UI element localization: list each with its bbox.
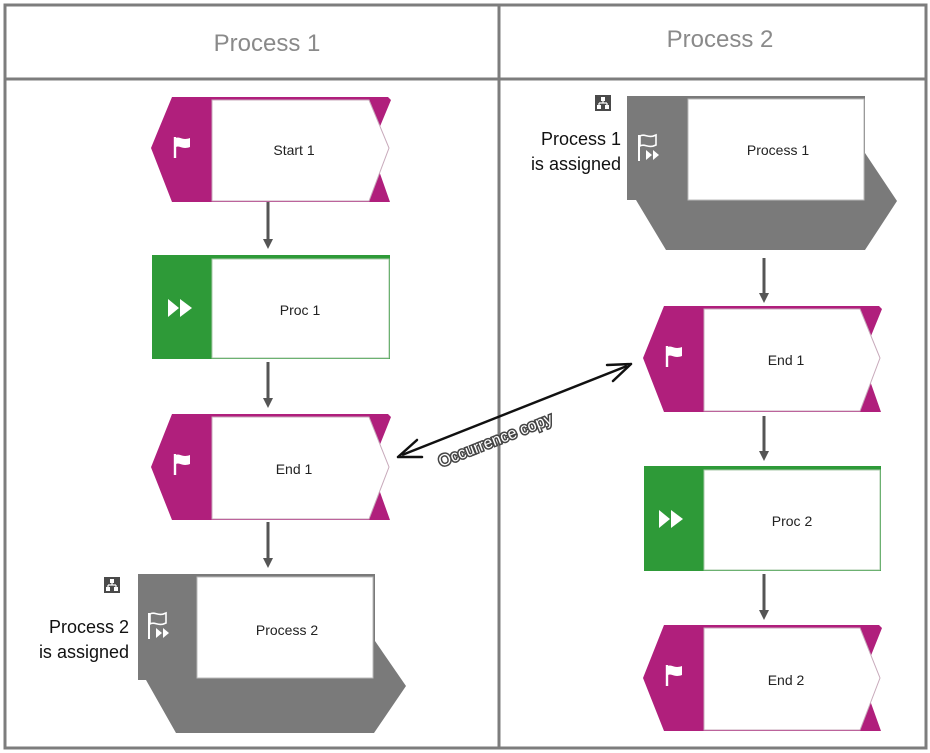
- end-event-end-2[interactable]: End 2: [643, 625, 882, 731]
- lane-title-process-2: Process 2: [667, 26, 774, 53]
- end-event-label: End 1: [768, 352, 805, 368]
- assignment-note-line-1: Process 1: [541, 129, 621, 149]
- process-interface-label: Process 1: [747, 142, 809, 158]
- end-event-end-1-copy[interactable]: End 1: [643, 306, 882, 412]
- process-interface-process-1[interactable]: Process 1: [627, 96, 897, 250]
- end-event-label: End 1: [276, 461, 313, 477]
- lane-grid: [3, 3, 928, 750]
- assignment-note-line-2: is assigned: [39, 642, 129, 662]
- hierarchy-icon[interactable]: [104, 577, 120, 593]
- function-label: Proc 2: [772, 513, 813, 529]
- end-event-end-1[interactable]: End 1: [151, 414, 391, 520]
- start-event-start-1[interactable]: Start 1: [151, 97, 391, 202]
- process-interface-process-2[interactable]: Process 2: [138, 574, 406, 733]
- function-proc-2[interactable]: Proc 2: [644, 466, 881, 571]
- connector-label: Occurrence copy: [436, 411, 555, 471]
- end-event-label: End 2: [768, 672, 805, 688]
- occurrence-copy-connector: Occurrence copy: [396, 362, 633, 472]
- function-label: Proc 1: [280, 302, 321, 318]
- start-event-label: Start 1: [273, 142, 314, 158]
- hierarchy-icon[interactable]: [595, 95, 611, 111]
- function-proc-1[interactable]: Proc 1: [152, 255, 390, 359]
- lane-title-process-1: Process 1: [214, 30, 321, 57]
- assignment-note-line-1: Process 2: [49, 617, 129, 637]
- assignment-note-line-2: is assigned: [531, 154, 621, 174]
- process-interface-label: Process 2: [256, 622, 318, 638]
